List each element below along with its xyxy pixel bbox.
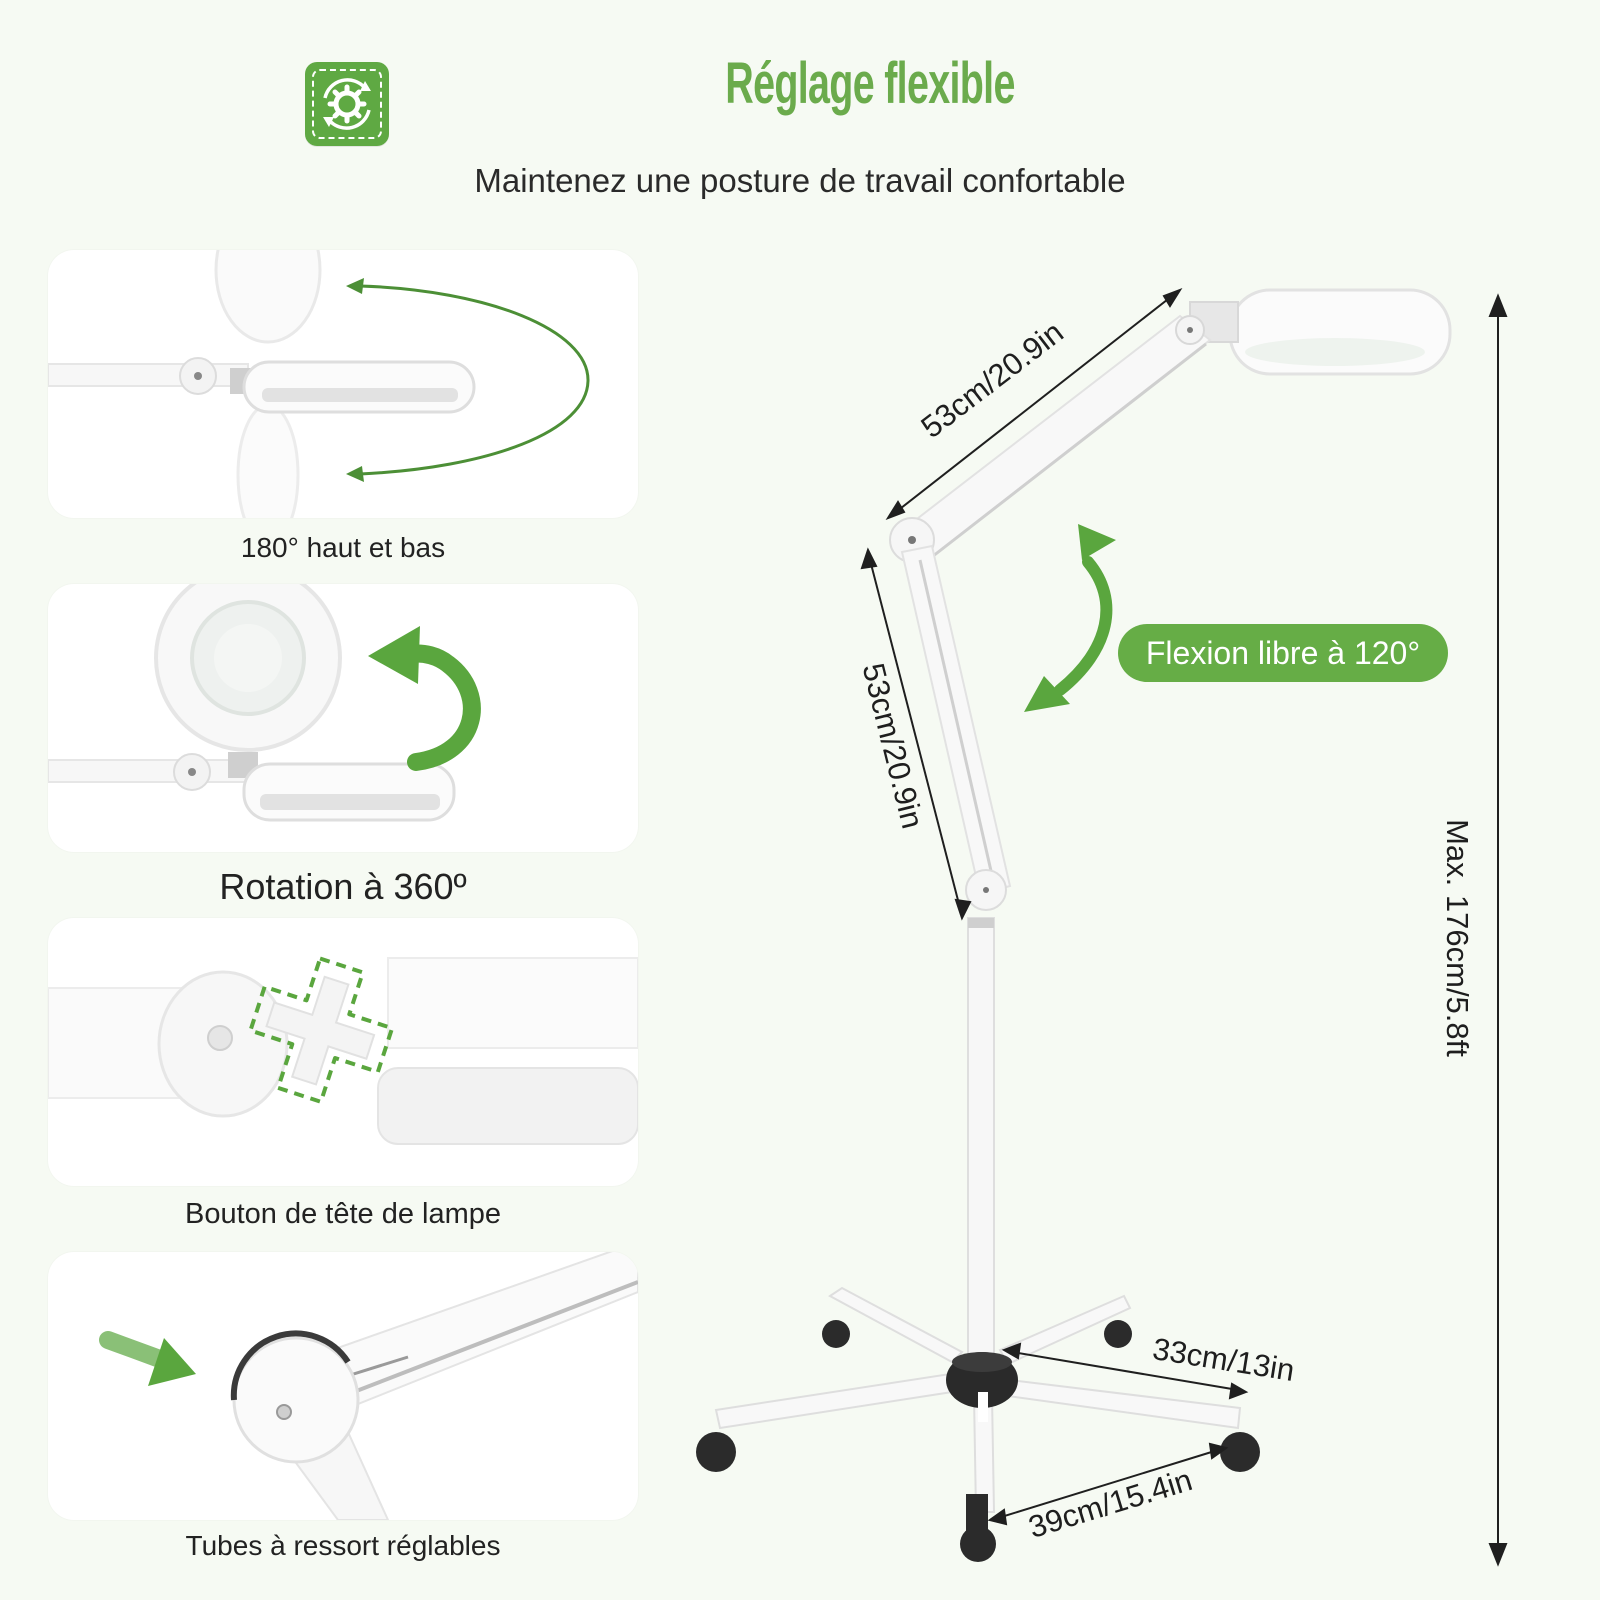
rolling-base — [696, 1286, 1260, 1562]
dimension-arrows — [860, 288, 1508, 1567]
feature-caption-springs: Tubes à ressort réglables — [185, 1530, 501, 1561]
lamp-pole — [967, 917, 995, 1359]
gear-refresh-icon — [305, 62, 389, 146]
feature-panel-tilt — [48, 250, 638, 518]
arrow-right-icon — [99, 1331, 196, 1386]
page-subtitle: Maintenez une posture de travail confort… — [474, 162, 1126, 199]
feature-panel-rotation — [48, 584, 638, 852]
feature-caption-tilt: 180° haut et bas — [240, 532, 446, 563]
feature-panel-knob — [48, 918, 638, 1186]
max-height-dimension: Max. 176cm/5.8ft — [1439, 819, 1475, 1057]
page-title: Réglage flexible — [725, 51, 1015, 116]
caster-wheels — [696, 1320, 1260, 1562]
cross-knob-icon — [248, 956, 395, 1104]
lower-arm — [900, 544, 1012, 911]
rotate-arrow-icon — [368, 626, 481, 771]
feature-panel-springs — [48, 1252, 638, 1520]
flex-arrow-icon — [1024, 524, 1116, 712]
feature-caption-rotation: Rotation à 360º — [219, 866, 467, 907]
curved-arrow-icon — [346, 278, 590, 482]
flex-angle-badge: Flexion libre à 120° — [1118, 624, 1448, 682]
feature-caption-knob: Bouton de tête de lampe — [184, 1198, 501, 1230]
lamp-head — [1189, 288, 1452, 376]
